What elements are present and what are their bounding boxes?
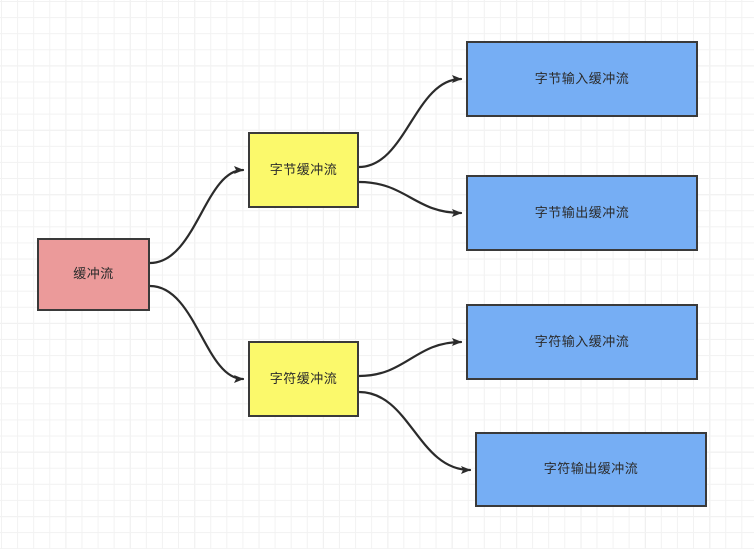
node-label: 字符输入缓冲流 [534, 333, 630, 349]
node-label: 字符输出缓冲流 [543, 461, 639, 477]
edge-root-to-char-buffer [148, 284, 245, 383]
edge-root-to-byte-buffer [148, 166, 245, 265]
edge-byte-to-byte-input [357, 75, 463, 169]
node-char-output-buffer[interactable]: 字符输出缓冲流 [475, 432, 707, 507]
node-label: 字节输出缓冲流 [534, 204, 630, 220]
node-label: 字节缓冲流 [269, 161, 338, 177]
node-label: 缓冲流 [73, 266, 114, 282]
node-label: 字节输入缓冲流 [534, 70, 630, 86]
node-byte-input-buffer[interactable]: 字节输入缓冲流 [466, 41, 698, 117]
node-root[interactable]: 缓冲流 [37, 238, 150, 311]
node-byte-buffer[interactable]: 字节缓冲流 [248, 132, 359, 208]
edge-char-to-char-input [357, 338, 463, 378]
edge-char-to-char-output [357, 390, 472, 474]
node-char-input-buffer[interactable]: 字符输入缓冲流 [466, 304, 698, 380]
node-byte-output-buffer[interactable]: 字节输出缓冲流 [466, 175, 698, 251]
node-label: 字符缓冲流 [269, 370, 338, 386]
edge-byte-to-byte-output [357, 180, 463, 217]
node-char-buffer[interactable]: 字符缓冲流 [248, 341, 359, 417]
